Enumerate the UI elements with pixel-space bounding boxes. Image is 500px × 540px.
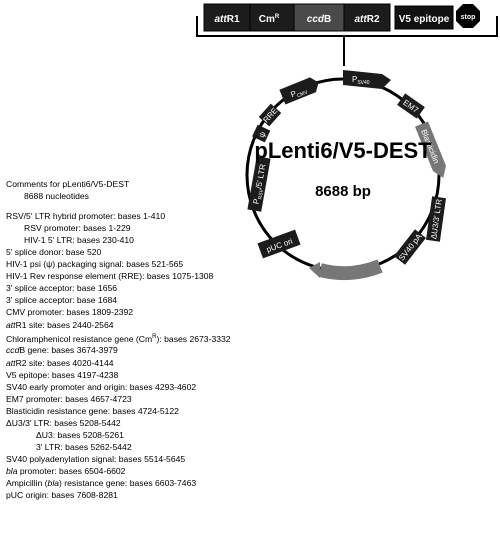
cassette-v5-label: V5 epitope — [399, 14, 450, 25]
note-line: 3' splice acceptor: base 1684 — [6, 295, 118, 306]
note-line: attR1 site: bases 2440-2564 — [6, 319, 306, 331]
feature-psi: ψ — [252, 124, 271, 143]
note-line: CMV promoter: bases 1809-2392 — [6, 307, 134, 318]
feature-prsv-sub: RSV — [257, 188, 265, 200]
note-part: R — [152, 333, 157, 340]
feature-pcmv-main: P — [289, 89, 297, 99]
note-part: ) packaging signal: bases 521-565 — [52, 259, 184, 270]
note-part: Chloramphenicol resistance gene (Cm — [6, 333, 153, 344]
note-line: SV40 polyadenylation signal: bases 5514-… — [6, 453, 186, 464]
note-part: bla — [6, 465, 18, 476]
feature-pcmv-sub: CMV — [296, 89, 309, 99]
note-line: pUC origin: bases 7608-8281 — [6, 490, 118, 501]
stop-label: stop — [461, 14, 476, 21]
feature-psv40-main: P — [352, 75, 357, 84]
note-part: HIV-1 psi ( — [6, 259, 47, 270]
cassette-cmr-box: CmR — [249, 3, 295, 32]
feature-psi-label: ψ — [257, 130, 268, 139]
cassette-attr1-prefix: att — [214, 14, 227, 25]
note-line: attR2 site: bases 4020-4144 — [6, 357, 306, 369]
note-part: bla — [47, 477, 60, 488]
cassette-attr2-suffix: R2 — [367, 14, 380, 25]
feature-pcmv: PCMV — [279, 77, 319, 105]
cassette-attr1-box: attR1 — [203, 3, 251, 32]
notes-header-2: 8688 nucleotides — [24, 191, 89, 202]
cassette-ccdb-suffix: B — [324, 14, 331, 25]
note-line: ΔU3/3' LTR: bases 5208-5442 — [6, 417, 121, 428]
note-line: Chloramphenicol resistance gene (CmR): b… — [6, 331, 306, 345]
note-line: Ampicillin (bla) resistance gene: bases … — [6, 477, 306, 489]
plasmid-name: pLenti6/V5-DEST — [254, 138, 432, 163]
note-part: ) resistance gene: bases 6603-7463 — [59, 477, 197, 488]
svg-text:PSV40: PSV40 — [352, 75, 370, 86]
note-line: ΔU3: bases 5208-5261 — [36, 429, 124, 440]
note-line: HIV-1 Rev response element (RRE): bases … — [6, 271, 214, 282]
feature-u3ltr: ΔU3/3' LTR — [426, 196, 446, 242]
feature-ampicillin-label: Ampicillin — [330, 250, 365, 261]
svg-text:attR1: attR1 — [214, 14, 239, 25]
feature-psv40-sub: SV40 — [357, 80, 369, 86]
cassette-ccdb-prefix: ccd — [307, 14, 325, 25]
note-line: 3' splice acceptor: base 1656 — [6, 283, 118, 294]
notes-header-1: Comments for pLenti6/V5-DEST — [6, 179, 130, 189]
cassette-attr1-suffix: R1 — [227, 14, 240, 25]
svg-text:Ampicillin: Ampicillin — [330, 250, 365, 261]
note-line: bla promoter: bases 6504-6602 — [6, 465, 306, 477]
note-part: att — [6, 357, 16, 368]
note-line: 5' splice donor: base 520 — [6, 247, 102, 258]
note-line: RSV/5' LTR hybrid promoter: bases 1-410 — [6, 211, 166, 222]
feature-rre: RRE — [258, 103, 282, 127]
note-line: RSV promoter: bases 1-229 — [24, 223, 131, 234]
svg-text:attR2: attR2 — [354, 14, 379, 25]
note-line: 3' LTR: bases 5262-5442 — [36, 441, 132, 452]
note-part: R2 site: bases 4020-4144 — [15, 357, 114, 368]
note-line: EM7 promoter: bases 4657-4723 — [6, 393, 132, 404]
note-part: Ampicillin ( — [6, 477, 48, 488]
note-part: ψ — [46, 259, 53, 270]
cassette-cmr-label: Cm — [259, 14, 275, 25]
note-part: R1 site: bases 2440-2564 — [15, 319, 114, 330]
note-part: ccd — [6, 345, 20, 356]
stop-sign-icon: stop — [456, 4, 480, 28]
note-line: V5 epitope: bases 4197-4238 — [6, 369, 119, 380]
cassette-attr2-prefix: att — [354, 14, 367, 25]
svg-text:PCMV: PCMV — [289, 85, 309, 102]
feature-prsv-rest: /5' LTR — [254, 163, 267, 189]
note-part: ): bases 2673-3332 — [156, 333, 231, 344]
feature-ampicillin: Ampicillin — [309, 250, 383, 281]
plasmid-size: 8688 bp — [315, 183, 371, 200]
cassette-ccdb-box: ccdB — [293, 3, 345, 32]
note-line: HIV-1 5' LTR: bases 230-410 — [24, 235, 134, 246]
feature-em7: EM7 — [397, 93, 425, 119]
note-line: ccdB gene: bases 3674-3979 — [6, 344, 306, 356]
feature-sv40pa: SV40 pA — [394, 229, 426, 265]
feature-psv40: PSV40 — [343, 70, 391, 89]
cassette-bracket — [196, 16, 498, 37]
note-part: att — [6, 319, 16, 330]
note-part: promoter: bases 6504-6602 — [17, 465, 126, 476]
note-line: HIV-1 psi (ψ) packaging signal: bases 52… — [6, 258, 306, 270]
feature-notes: Comments for pLenti6/V5-DEST 8688 nucleo… — [6, 178, 306, 501]
feature-prsv-ltr: PRSV/5' LTR — [247, 156, 271, 212]
svg-text:PRSV/5' LTR: PRSV/5' LTR — [252, 163, 270, 205]
feature-prsv-main: P — [252, 198, 262, 205]
cassette-v5-box: V5 epitope — [394, 5, 454, 30]
cassette-attr2-box: attR2 — [343, 3, 391, 32]
svg-text:ccdB: ccdB — [307, 14, 331, 25]
cassette-cmr-sup: R — [275, 14, 280, 20]
note-line: Blasticidin resistance gene: bases 4724-… — [6, 405, 179, 416]
svg-text:CmR: CmR — [259, 14, 280, 25]
note-part: B gene: bases 3674-3979 — [19, 345, 118, 356]
note-line: SV40 early promoter and origin: bases 42… — [6, 381, 197, 392]
